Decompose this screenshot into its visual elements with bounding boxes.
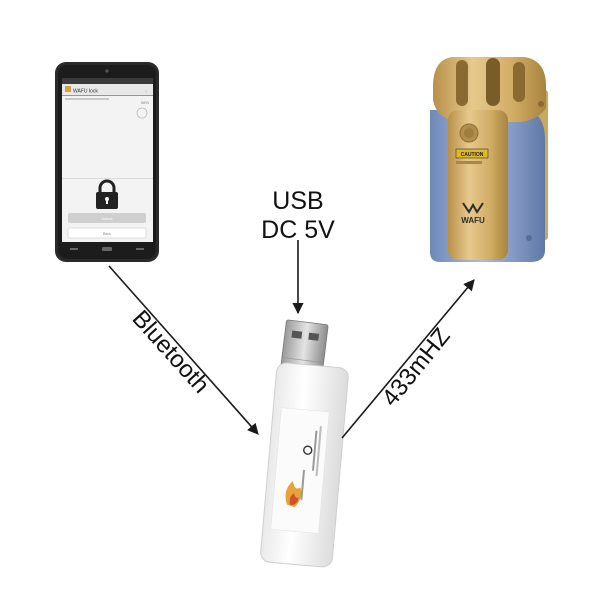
screw-icon: [526, 235, 532, 241]
lock-face: [448, 110, 508, 260]
refresh-icon[interactable]: [136, 107, 148, 119]
padlock-icon[interactable]: [96, 179, 118, 209]
usb-label: USB: [272, 187, 323, 215]
rf-arrow: [341, 279, 475, 439]
lock-slot-2: [486, 58, 500, 106]
usb-receiver: [260, 319, 349, 568]
phone-camera: [105, 69, 109, 73]
wafu-logo-icon: [462, 202, 484, 214]
dc-label: DC 5V: [261, 216, 335, 244]
bluetooth-arrow: [108, 265, 259, 435]
smartphone: WAFU lock ⋮ BIEN Unlock Back: [55, 62, 159, 262]
app-title-bar: [62, 84, 153, 95]
door-lock: CAUTION WAFU: [430, 57, 548, 262]
back-key: [70, 248, 78, 250]
home-key: [102, 247, 112, 251]
unlock-button[interactable]: [68, 213, 146, 223]
app-icon: [65, 86, 71, 92]
lock-brand: WAFU: [461, 216, 485, 225]
lock-slot-3: [513, 62, 525, 102]
rf-label: 433mHZ: [377, 323, 456, 412]
menu-key: [136, 248, 144, 250]
info-line: [65, 98, 109, 100]
lock-slot-1: [456, 60, 468, 106]
back-button[interactable]: [67, 227, 147, 239]
dongle-body: [260, 362, 349, 568]
caution-badge-label: CAUTION: [461, 152, 484, 158]
menu-text: ⋮: [144, 90, 148, 94]
unlock-button-label: Unlock: [102, 217, 113, 221]
status-bar: [62, 78, 153, 84]
app-title: WAFU lock: [73, 89, 98, 95]
status-text: BIEN: [141, 101, 149, 105]
recycle-icon: [303, 445, 313, 455]
dongle-label: [270, 407, 330, 534]
caution-badge: [455, 148, 489, 159]
bluetooth-label: Bluetooth: [127, 305, 215, 398]
screw-icon: [538, 101, 544, 107]
back-button-label: Back: [103, 232, 111, 236]
